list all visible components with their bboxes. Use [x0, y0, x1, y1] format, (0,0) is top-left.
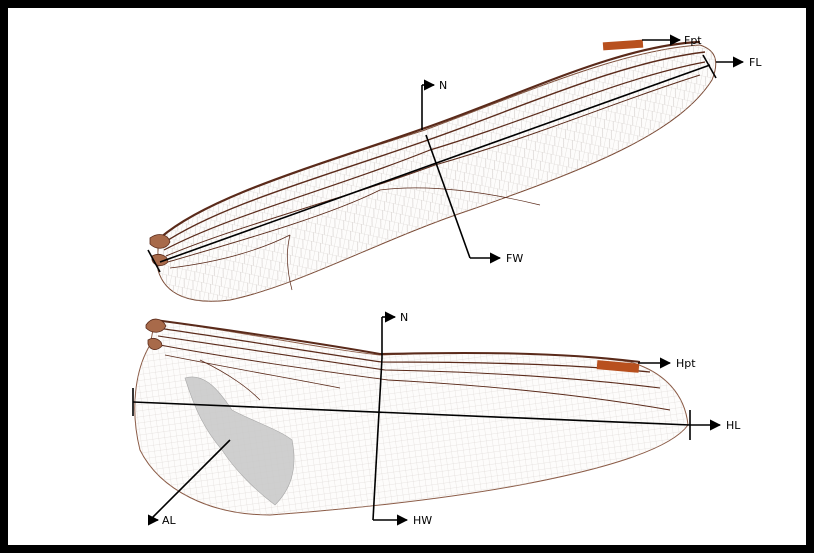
label-fl: FL — [749, 56, 762, 69]
label-hw: HW — [413, 514, 432, 527]
label-fpt: Fpt — [684, 34, 702, 47]
forewing-length-line — [160, 65, 710, 262]
label-forewing-n: N — [439, 79, 447, 92]
forewing-cell-network — [158, 45, 716, 301]
label-hl: HL — [726, 419, 741, 432]
label-hindwing-n: N — [400, 311, 408, 324]
label-al: AL — [162, 514, 177, 527]
label-fw: FW — [506, 252, 523, 265]
hindwing — [135, 319, 688, 515]
forewing — [150, 40, 716, 302]
forewing-pterostigma — [603, 40, 643, 51]
label-hpt: Hpt — [676, 357, 696, 370]
